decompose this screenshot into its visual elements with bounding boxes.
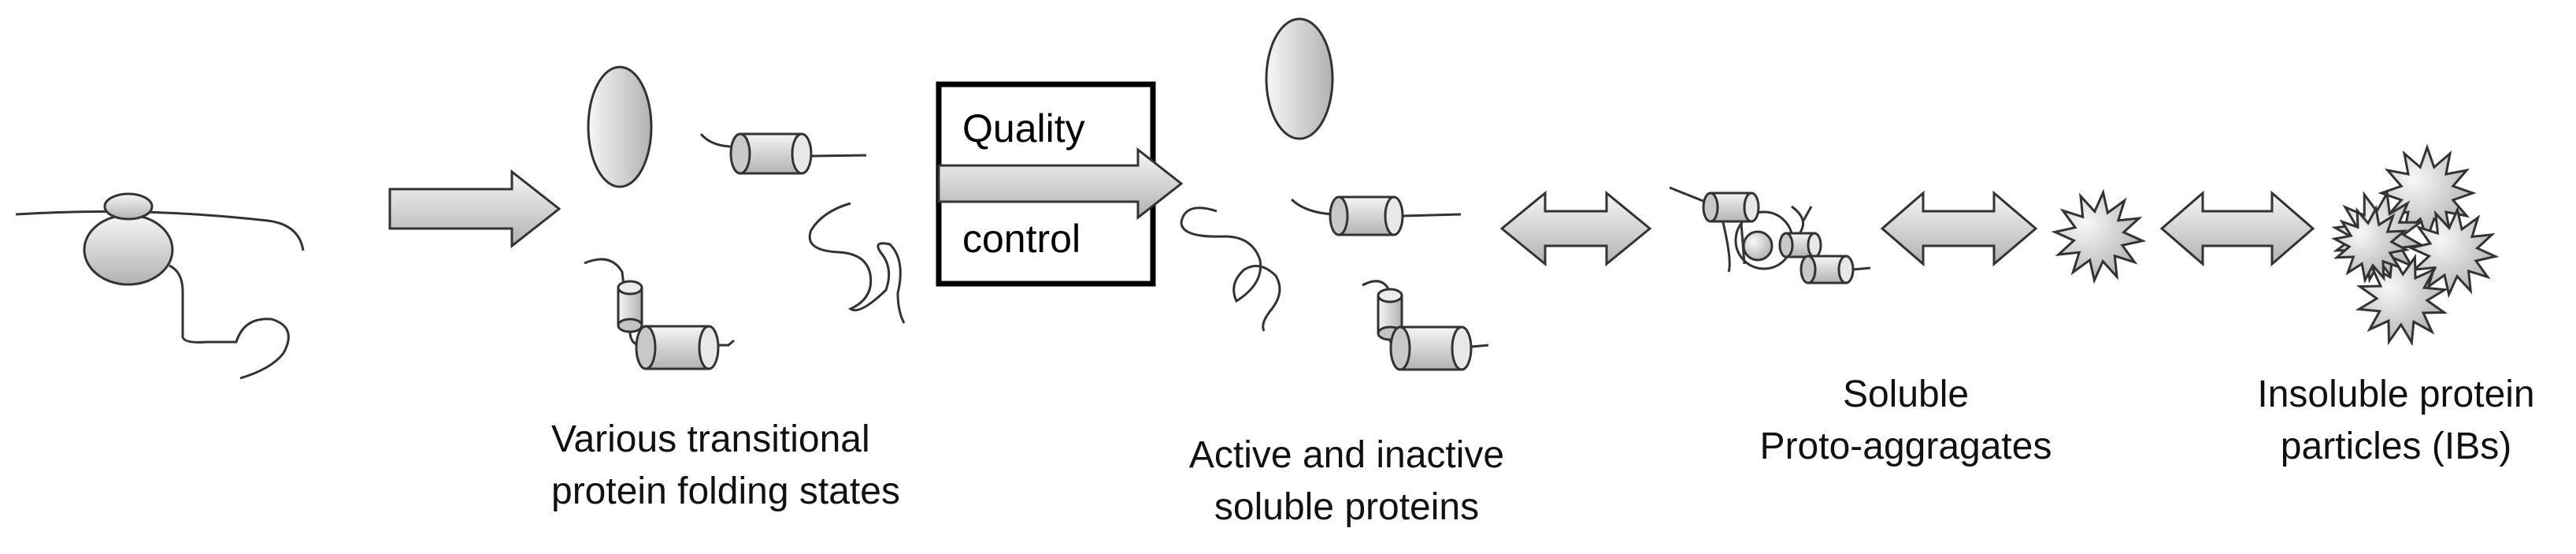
mrna-strand: [15, 210, 305, 251]
quality-control-arrow: [937, 147, 1184, 221]
label-proto-aggregates: Soluble Proto-aggragates: [1733, 369, 2079, 473]
ribosome-large-subunit: [83, 214, 174, 286]
control-label: control: [962, 217, 1081, 261]
double-arrow-1: [1499, 190, 1652, 267]
label-insoluble-line2: particles (IBs): [2280, 426, 2512, 467]
label-insoluble: Insoluble protein particles (IBs): [2221, 369, 2571, 473]
folding-states-group: [584, 65, 906, 370]
helix-cylinder-1: [699, 132, 867, 175]
ribosome-with-nascent-chain: [15, 192, 305, 380]
helix-cylinder-2: [1290, 195, 1462, 236]
inclusion-body-cluster: [2331, 143, 2500, 347]
starburst-aggregate-small: [2051, 188, 2147, 284]
unfolded-chain-1: [808, 202, 906, 324]
helix-pair-2: [1362, 280, 1489, 371]
label-active-inactive-line2: soluble proteins: [1214, 486, 1480, 528]
folded-globule: [587, 65, 653, 188]
double-arrow-2: [1880, 190, 2038, 267]
label-folding-states: Various transitional protein folding sta…: [551, 414, 900, 518]
ribosome-small-subunit: [103, 192, 154, 221]
starburst-ib-5: [2331, 205, 2410, 284]
label-active-inactive: Active and inactive soluble proteins: [1173, 429, 1520, 534]
label-insoluble-line1: Insoluble protein: [2257, 374, 2535, 415]
starburst-ib-3: [2407, 206, 2500, 299]
unfolded-chain-2: [1180, 206, 1281, 332]
quality-control-box: [936, 81, 1184, 287]
label-proto-aggregates-line2: Proto-aggragates: [1759, 426, 2052, 467]
nascent-chain: [169, 264, 290, 380]
helix-pair-1: [584, 258, 735, 370]
starburst-ib-4: [2355, 252, 2449, 347]
quality-label: Quality: [962, 106, 1085, 151]
active-inactive-group: [1180, 17, 1489, 371]
double-arrow-3: [2159, 190, 2315, 267]
label-proto-aggregates-line1: Soluble: [1842, 374, 1970, 415]
label-active-inactive-line1: Active and inactive: [1188, 434, 1505, 476]
active-globule: [1265, 17, 1334, 140]
label-folding-states-line2: protein folding states: [551, 470, 900, 512]
right-arrow-1: [388, 169, 562, 249]
label-folding-states-line1: Various transitional: [551, 418, 870, 460]
proto-aggregate-cluster: [1669, 186, 1871, 284]
